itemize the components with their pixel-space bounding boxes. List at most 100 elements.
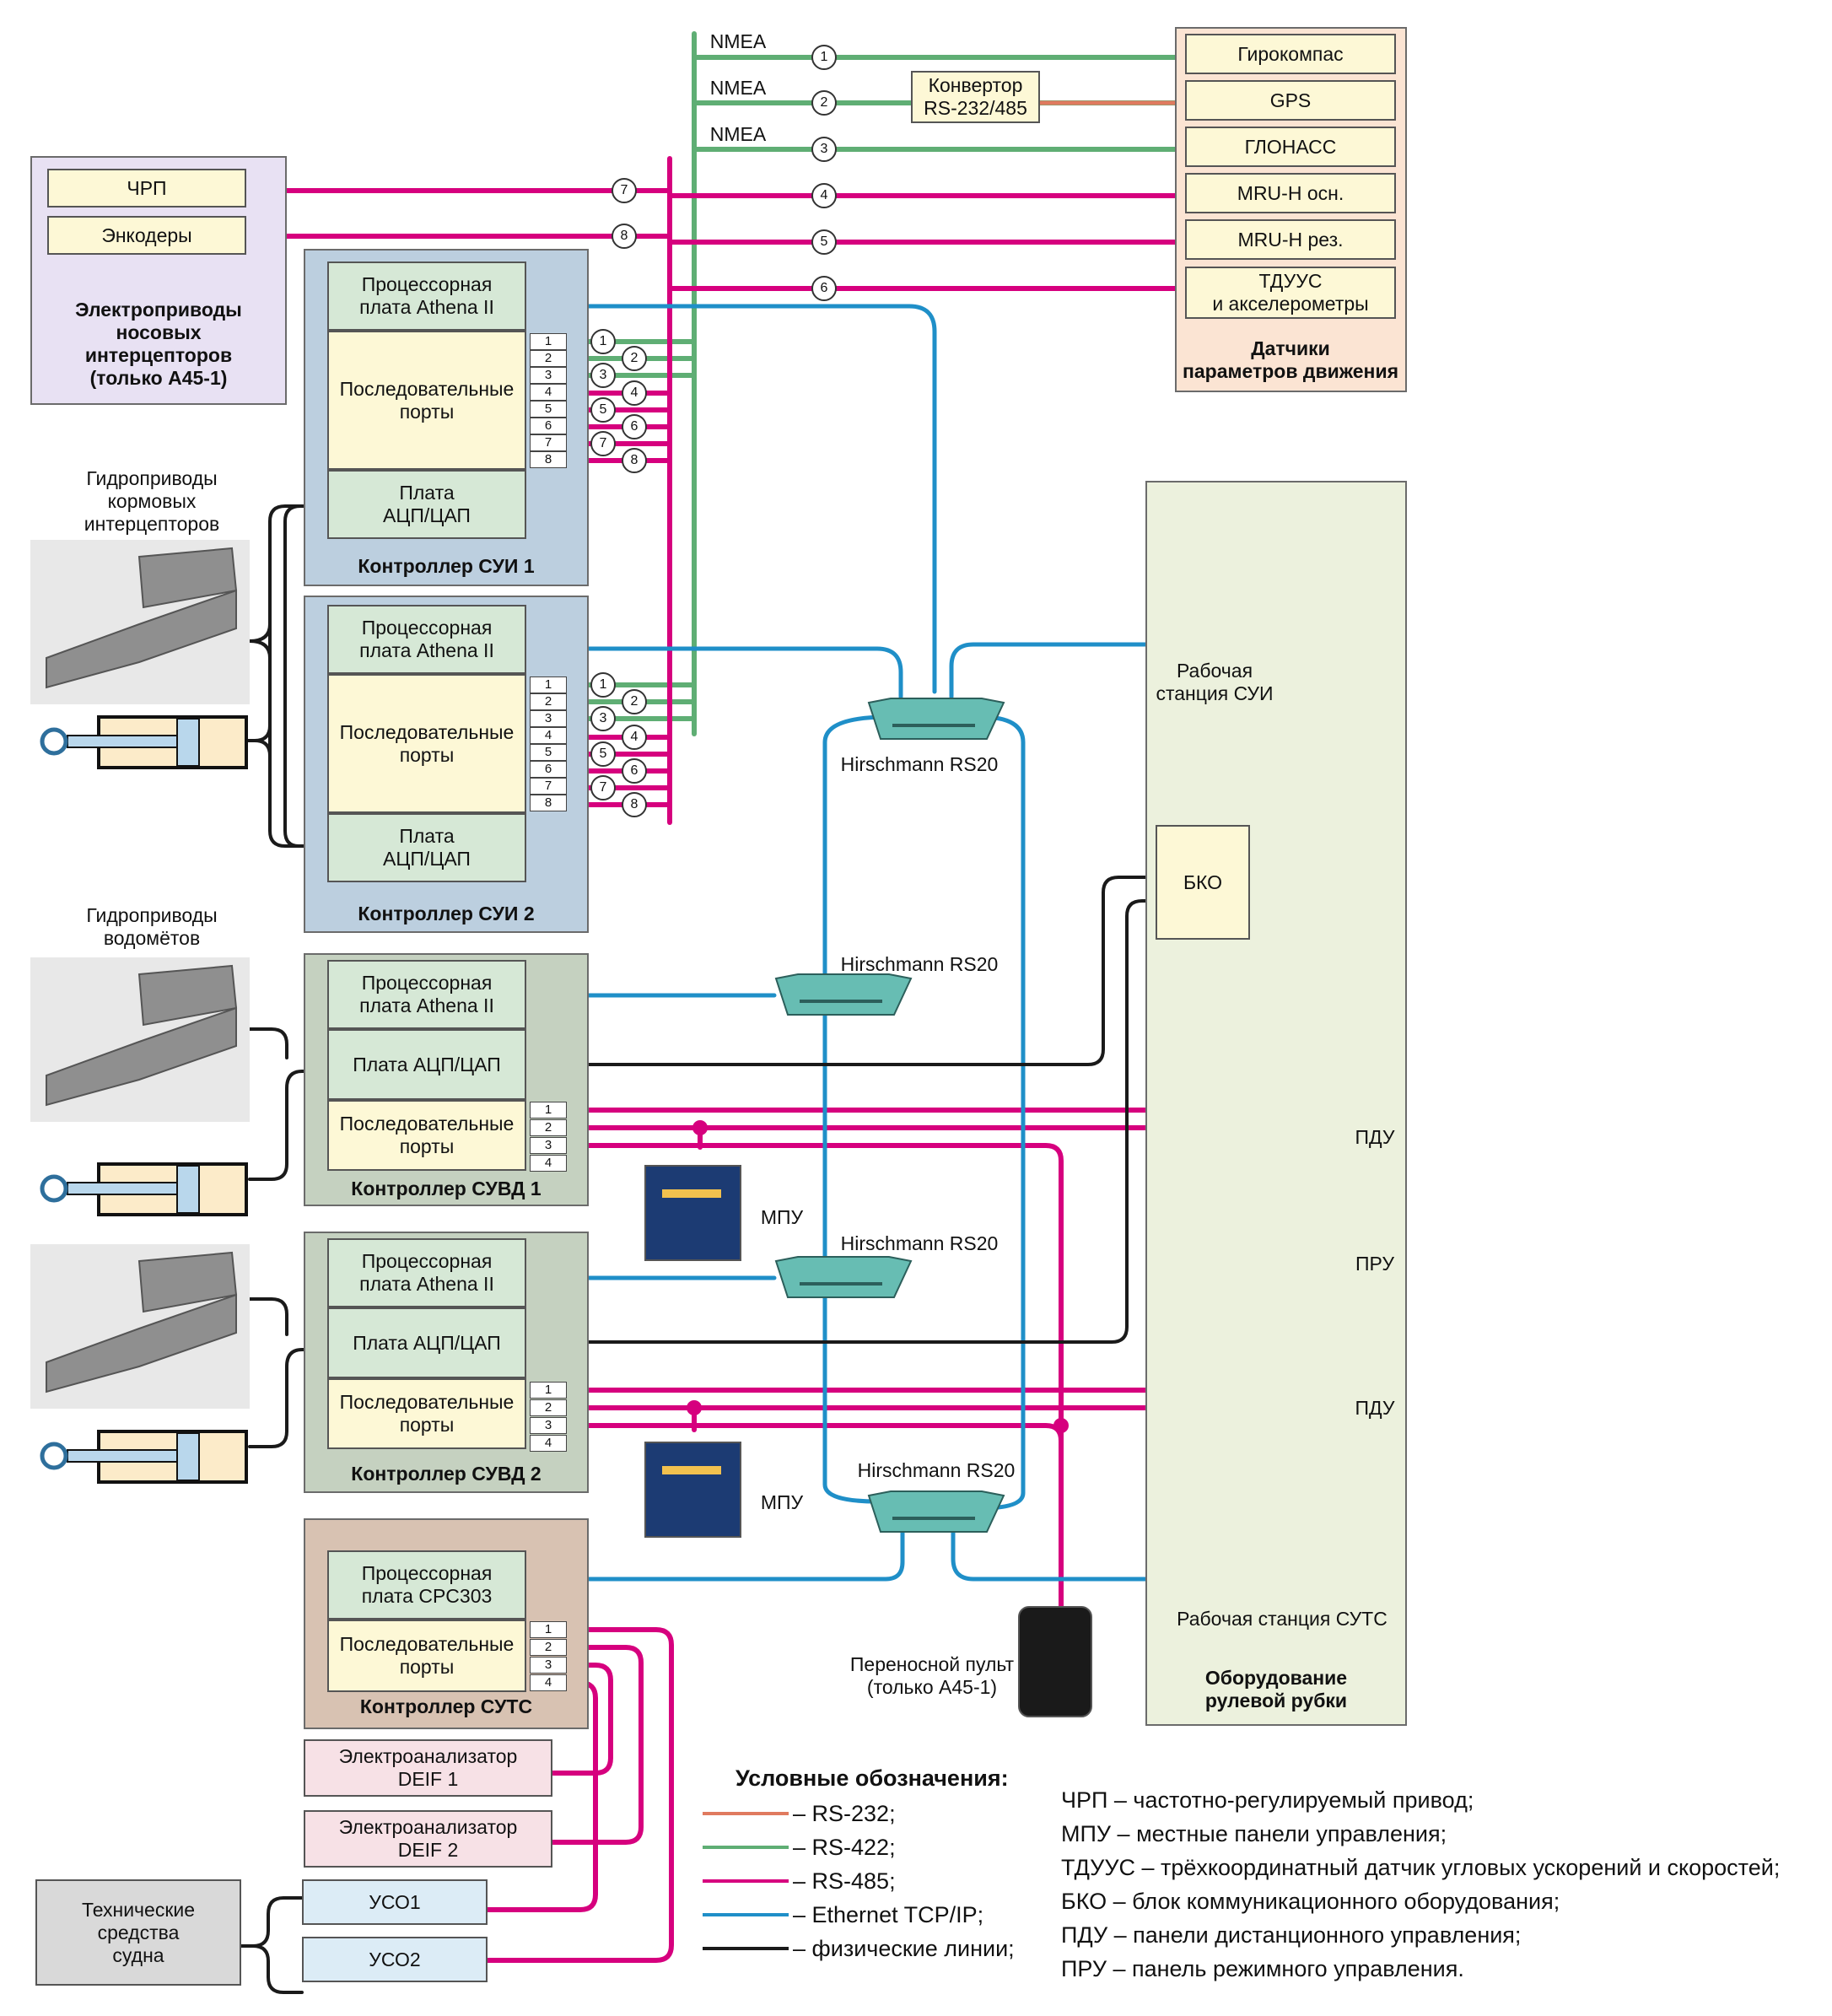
sui2-label: Контроллер СУИ 2: [358, 903, 535, 924]
legend-rs485: – RS-485;: [793, 1868, 896, 1894]
uso-1: УСО1: [302, 1879, 488, 1925]
suvd1-label: Контроллер СУВД 1: [351, 1178, 542, 1199]
analyzer-deif-1: Электроанализатор DEIF 1: [304, 1739, 552, 1797]
sui2-port-5: 5: [530, 744, 567, 761]
bow-drive-frequency-converter: ЧРП: [47, 169, 246, 208]
line-number-4: 4: [811, 183, 837, 208]
sui2-port-3: 3: [530, 710, 567, 727]
workstation-suts-label: Рабочая станция СУТС: [1177, 1608, 1387, 1630]
sui1-label: Контроллер СУИ 1: [358, 555, 535, 577]
suvd2-port-1: 1: [530, 1382, 567, 1399]
legend-swatches: [703, 1812, 789, 1950]
rs422-lines: [564, 31, 1188, 736]
legend-rs422: – RS-422;: [793, 1835, 896, 1860]
hydraulic-valve-images: [30, 540, 250, 1409]
suvd2-port-3: 3: [530, 1417, 567, 1434]
suts-port-4: 4: [530, 1674, 567, 1691]
sui1-line-number-1: 1: [590, 329, 616, 354]
sui2-line-number-7: 7: [590, 775, 616, 800]
sui1-port-4: 4: [530, 384, 567, 401]
suvd2-label: Контроллер СУВД 2: [351, 1463, 542, 1485]
sui1-port-2: 2: [530, 350, 567, 367]
sui2-port-1: 1: [530, 676, 567, 693]
hydro-stern-label: Гидроприводы кормовых интерцепторов: [84, 467, 220, 535]
wheelhouse-group-label: Оборудование рулевой рубки: [1204, 1667, 1348, 1711]
sui1-port-8: 8: [530, 451, 567, 468]
sui2-port-6: 6: [530, 761, 567, 778]
suvd2-adc-board: Плата АЦП/ЦАП: [327, 1307, 526, 1378]
suvd2-serial-ports: Последовательные порты: [327, 1378, 526, 1449]
sui1-port-6: 6: [530, 418, 567, 434]
nmea-label-1: NMEA: [709, 30, 767, 52]
sui1-line-number-2: 2: [622, 346, 647, 371]
switch-label-4: Hirschmann RS20: [857, 1459, 1016, 1481]
suvd1-port-1: 1: [530, 1102, 567, 1119]
nmea-label-3: NMEA: [709, 123, 767, 145]
abbreviation-tduus: ТДУУС – трёхкоординатный датчик угловых …: [1061, 1855, 1781, 1880]
sui2-line-number-2: 2: [622, 689, 647, 714]
pdu-label-2: ПДУ: [1355, 1397, 1395, 1419]
suvd1-adc-board: Плата АЦП/ЦАП: [327, 1029, 526, 1100]
sui2-port-8: 8: [530, 795, 567, 811]
mpu-label-2: МПУ: [760, 1491, 804, 1513]
abbreviation-pdu: ПДУ – панели дистанционного управления;: [1061, 1922, 1522, 1948]
sensor-glonass: ГЛОНАСС: [1185, 127, 1396, 167]
line-number-1: 1: [811, 45, 837, 70]
sui2-port-7: 7: [530, 778, 567, 795]
analyzer-deif-2: Электроанализатор DEIF 2: [304, 1810, 552, 1868]
suts-port-1: 1: [530, 1621, 567, 1638]
sui1-line-number-4: 4: [622, 380, 647, 406]
sensors-group-label: Датчики параметров движения: [1182, 337, 1399, 382]
sui2-line-number-3: 3: [590, 706, 616, 731]
sui1-line-number-7: 7: [590, 431, 616, 456]
sensor-tduus: ТДУУС и акселерометры: [1185, 267, 1396, 319]
bow-drives-group-label: Электроприводы носовых интерцепторов (то…: [75, 299, 242, 389]
legend-ethernet: – Ethernet TCP/IP;: [793, 1902, 984, 1927]
sui2-serial-ports: Последовательные порты: [327, 674, 526, 813]
abbreviation-mpu: МПУ – местные панели управления;: [1061, 1821, 1447, 1846]
sui1-port-1: 1: [530, 333, 567, 350]
suts-label: Контроллер СУТС: [359, 1695, 533, 1717]
sensor-mru-reserve: MRU-H рез.: [1185, 219, 1396, 260]
network-switches: [774, 698, 1005, 1533]
line-number-2: 2: [811, 90, 837, 116]
sui2-line-number-6: 6: [622, 758, 647, 784]
line-number-7: 7: [612, 178, 637, 203]
line-number-6: 6: [811, 276, 837, 301]
physical-lines: [240, 504, 1157, 1994]
sui2-adc-board: Плата АЦП/ЦАП: [327, 813, 526, 882]
suvd2-cpu-board: Процессорная плата Athena II: [327, 1238, 526, 1307]
suvd1-serial-ports: Последовательные порты: [327, 1100, 526, 1171]
bow-drive-encoders: Энкодеры: [47, 216, 246, 255]
sui2-line-number-1: 1: [590, 672, 616, 698]
ship-technical-means: Технические средства судна: [35, 1879, 241, 1986]
suts-port-3: 3: [530, 1657, 567, 1674]
sui2-port-4: 4: [530, 727, 567, 744]
sensor-gyrocompass: Гирокомпас: [1185, 34, 1396, 74]
abbreviation-chrp: ЧРП – частотно-регулируемый привод;: [1061, 1787, 1474, 1813]
workstation-sui-label: Рабочая станция СУИ: [1156, 660, 1274, 704]
sui1-cpu-board: Процессорная плата Athena II: [327, 261, 526, 331]
suts-serial-ports: Последовательные порты: [327, 1620, 526, 1692]
sui1-port-3: 3: [530, 367, 567, 384]
suvd1-port-2: 2: [530, 1119, 567, 1136]
sui1-adc-board: Плата АЦП/ЦАП: [327, 470, 526, 539]
switch-label-3: Hirschmann RS20: [840, 1232, 999, 1254]
sensor-mru-main: MRU-H осн.: [1185, 173, 1396, 213]
line-number-8: 8: [612, 224, 637, 249]
uso-2: УСО2: [302, 1937, 488, 1982]
sui1-serial-ports: Последовательные порты: [327, 331, 526, 470]
ethernet-lines: [524, 304, 1268, 1582]
legend-title: Условные обозначения:: [735, 1765, 1009, 1791]
suvd1-cpu-board: Процессорная плата Athena II: [327, 960, 526, 1029]
sui1-line-number-3: 3: [590, 363, 616, 388]
abbreviation-bko: БКО – блок коммуникационного оборудовани…: [1061, 1889, 1560, 1914]
pdu-label-1: ПДУ: [1355, 1126, 1395, 1148]
sui1-port-7: 7: [530, 434, 567, 451]
converter-box: Конвертор RS-232/485: [911, 71, 1040, 123]
sui2-port-2: 2: [530, 693, 567, 710]
sui1-line-number-8: 8: [622, 448, 647, 473]
sui1-line-number-5: 5: [590, 397, 616, 423]
line-number-5: 5: [811, 229, 837, 255]
